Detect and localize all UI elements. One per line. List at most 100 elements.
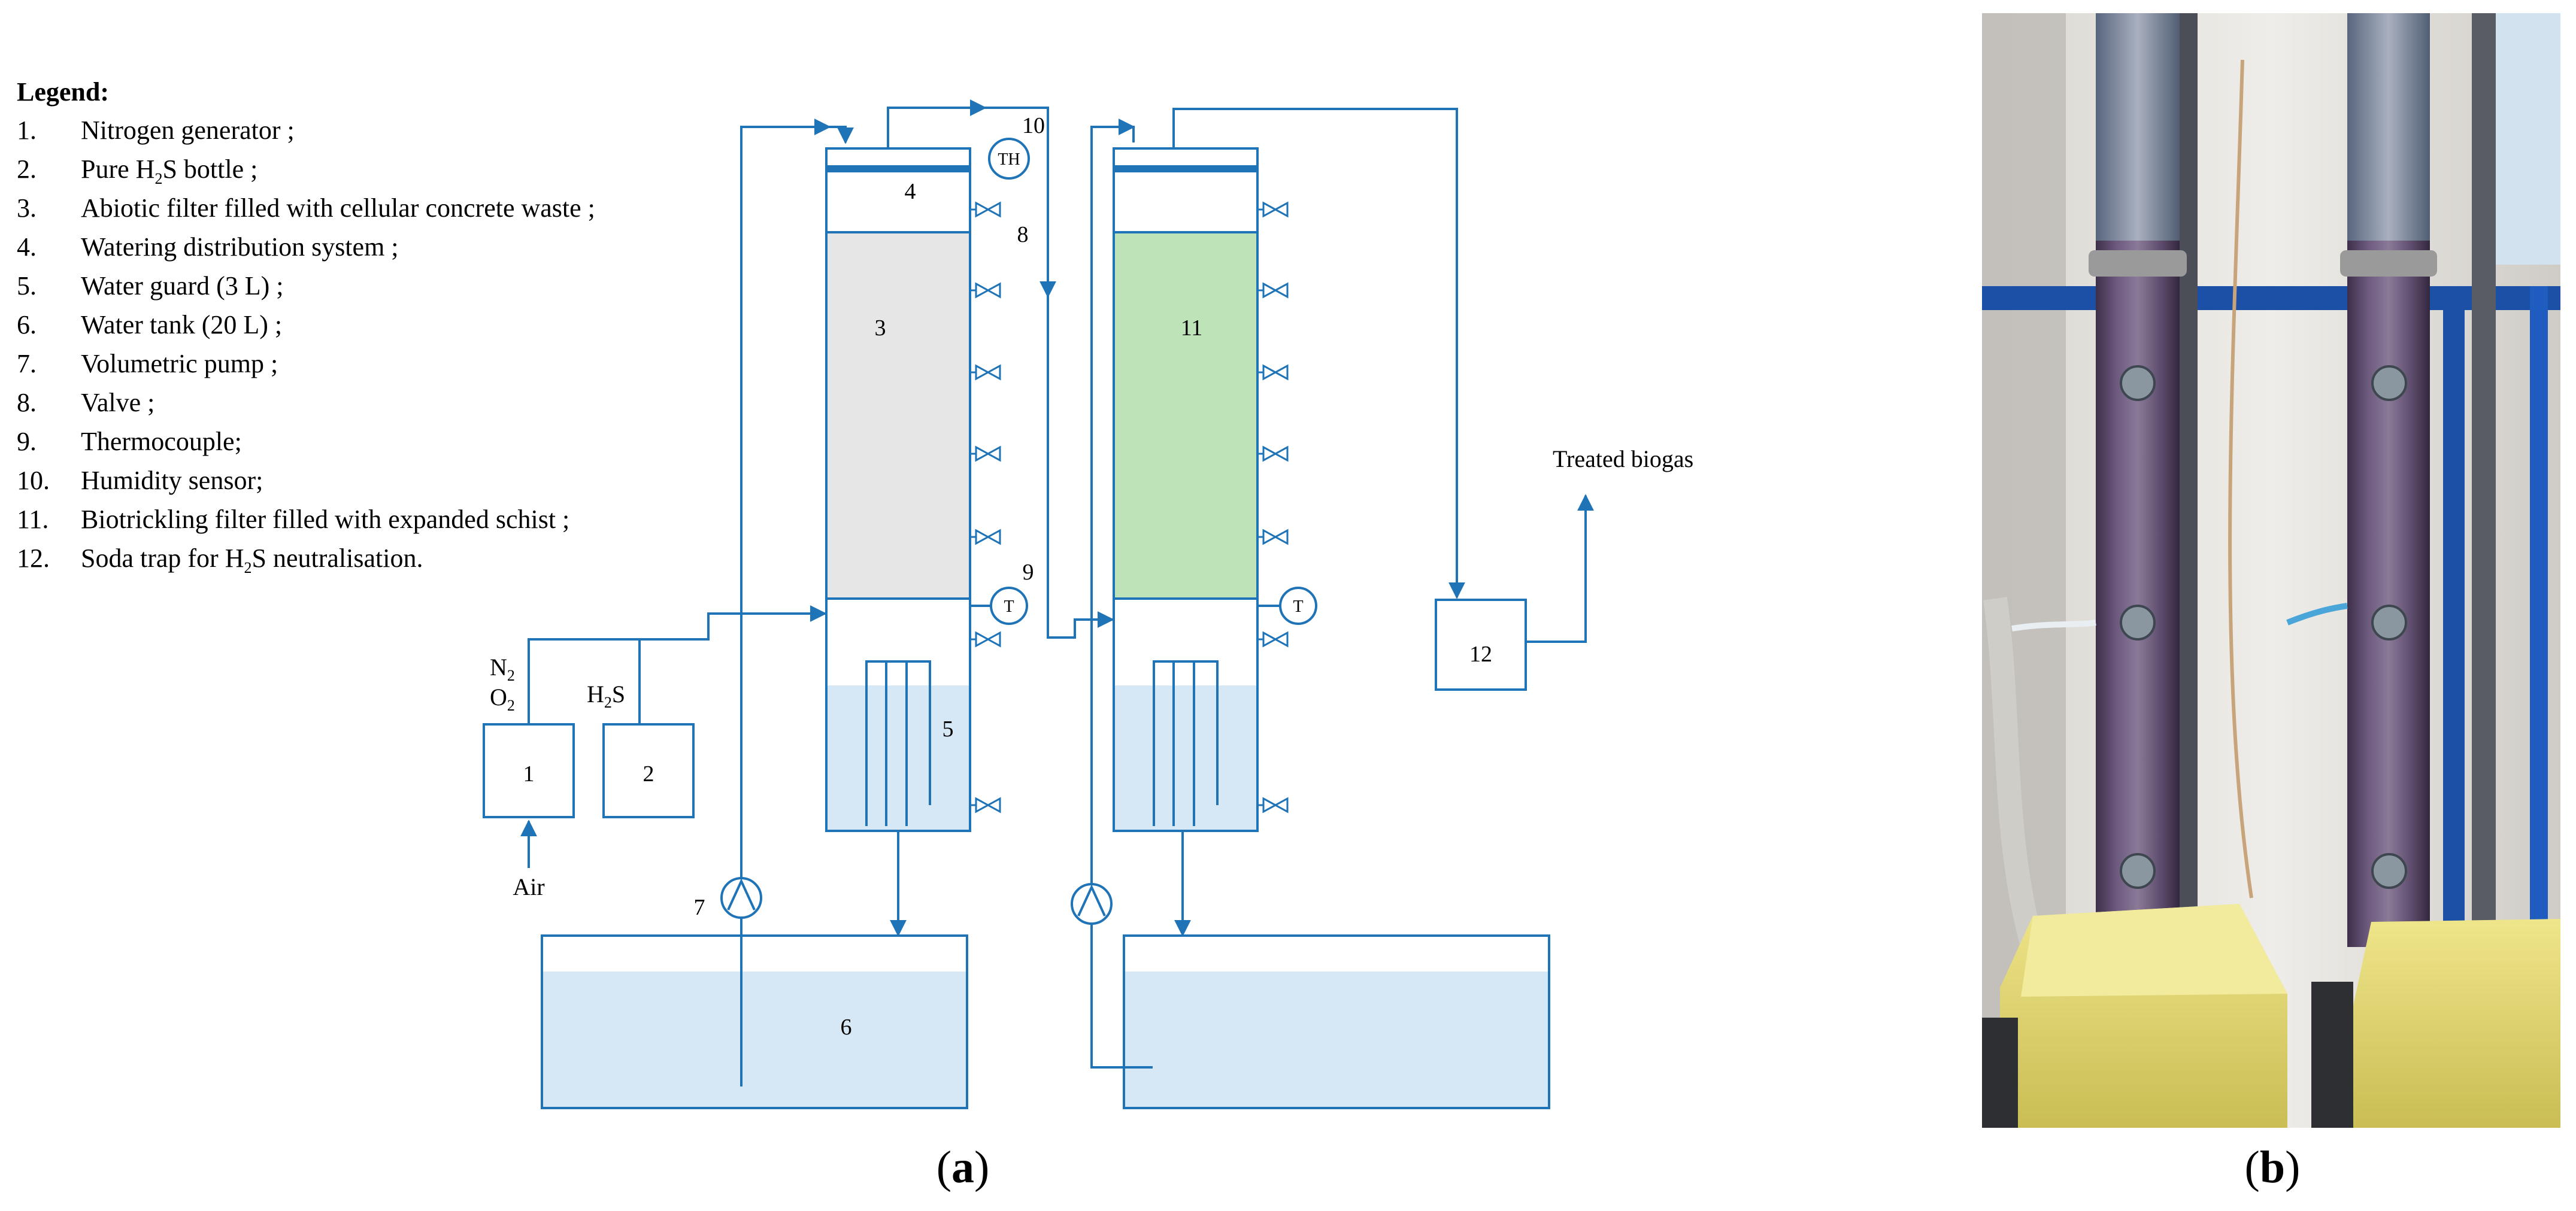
photo-column-left-top [2096,13,2180,241]
legend-item: 11. Biotrickling filter filled with expa… [17,505,569,534]
legend-item-text: Thermocouple; [81,427,242,456]
n2-label: N2 [490,654,515,684]
humidity-sensor [988,138,1030,180]
thermocouple-a-label: T [1004,597,1014,616]
legend-item-number: 8. [17,388,37,417]
legend-item: 3. Abiotic filter filled with cellular c… [17,193,595,223]
valve-symbol [1262,201,1289,218]
legend-item-text: Volumetric pump ; [81,349,278,378]
legend-item: 10. Humidity sensor; [17,466,263,495]
inter-column-gas-line [984,107,1114,639]
label-5: 5 [942,717,954,742]
caption-a: (a) [937,1142,990,1192]
column-b-outlet-line [1172,108,1465,599]
legend-item-text: Pure H2S bottle ; [81,154,257,187]
valve-group [969,201,1289,814]
photo-pump-base [1982,1018,2018,1128]
photo-ports [2120,365,2407,889]
legend: Legend: 1. Nitrogen generator ; 2. Pure … [17,77,595,576]
photo-flex-duct [1983,597,2048,961]
label-3: 3 [875,315,886,341]
h2s-label: H2S [587,681,625,711]
legend-item: 7. Volumetric pump ; [17,349,278,378]
legend-item-text: Water tank (20 L) ; [81,310,282,339]
legend-item: 2. Pure H2S bottle ; [17,154,257,187]
volumetric-pump-b [1071,883,1113,925]
water-tank-b-water [1124,972,1549,1108]
legend-item-number: 5. [17,271,37,301]
label-11: 11 [1181,315,1203,341]
humidity-sensor-label: TH [998,150,1020,169]
water-tank-b-outline [1123,934,1550,1109]
valve-symbol [975,201,1001,218]
diagram-labels: 1 2 3 4 5 6 7 8 9 10 11 12 TH T T Air N2… [490,113,1693,1040]
soda-trap-box [1435,599,1527,691]
legend-item-number: 2. [17,154,37,184]
photo-pump-left-top [2021,904,2287,997]
o2-label: O2 [490,684,515,714]
legend-item-number: 11. [17,505,49,534]
treated-biogas-label: Treated biogas [1553,445,1693,472]
valve-symbol [975,445,1001,462]
legend-item-number: 9. [17,427,37,456]
water-tank-a-water [542,972,967,1108]
legend-item: 5. Water guard (3 L) ; [17,271,284,301]
photo-tube [2228,59,2253,899]
valve-symbol [1262,797,1289,814]
legend-item-number: 6. [17,310,37,339]
abiotic-filter-head [825,147,971,233]
photo-pump-base [2311,982,2353,1128]
biotrickling-filter-column [1113,147,1259,832]
photo-tube-blue [2286,603,2348,626]
water-guard-tube-outer [865,660,931,826]
pump-b-symbol [1077,884,1106,916]
label-7: 7 [694,895,705,920]
label-10: 10 [1022,113,1045,138]
legend-item-text: Watering distribution system ; [81,232,399,262]
legend-item-text: Humidity sensor; [81,466,263,495]
valve-symbol [1262,631,1289,648]
label-1: 1 [523,761,535,787]
photo-column-right-top [2347,13,2430,241]
column-b-water [1114,685,1257,831]
photo-pump-right [2353,919,2560,1128]
legend-item-number: 1. [17,116,37,145]
valve-symbol [975,797,1001,814]
valve-symbol [975,631,1001,648]
legend-title: Legend: [17,77,109,107]
photo-clamp [2089,250,2187,277]
valve-symbol [1262,364,1289,381]
pump-a-symbol [727,878,756,910]
valve-symbol [1262,282,1289,299]
bio-media [1114,232,1257,599]
valve-symbol [1262,445,1289,462]
label-12: 12 [1469,642,1492,667]
legend-item-text: Valve ; [81,388,154,417]
label-4: 4 [905,179,916,204]
legend-item: 6. Water tank (20 L) ; [17,310,282,339]
legend-item-number: 4. [17,232,37,262]
photo-dark-post [2180,13,2198,971]
legend-item-text: Soda trap for H2S neutralisation. [81,544,423,576]
legend-item: 1. Nitrogen generator ; [17,116,295,145]
process-diagram [483,99,1594,1109]
valve-symbol [975,364,1001,381]
reactor-photo [1982,13,2560,1128]
valve-symbol [1262,529,1289,545]
photo-tube-white [2011,620,2096,632]
water-guard-water [826,685,970,831]
gas-top-line [887,107,984,148]
treated-gas-outlet [1526,494,1594,643]
legend-item-number: 7. [17,349,37,378]
air-label: Air [513,873,544,900]
valve-symbol [975,529,1001,545]
legend-item-number: 10. [17,466,50,495]
legend-item-number: 12. [17,544,50,573]
legend-item-text: Biotrickling filter filled with expanded… [81,505,569,534]
photo-dark-post-2 [2472,13,2496,1031]
valve-symbol [975,282,1001,299]
label-9: 9 [1023,560,1034,585]
legend-item: 12. Soda trap for H2S neutralisation. [17,544,423,576]
photo-window [2485,13,2560,265]
